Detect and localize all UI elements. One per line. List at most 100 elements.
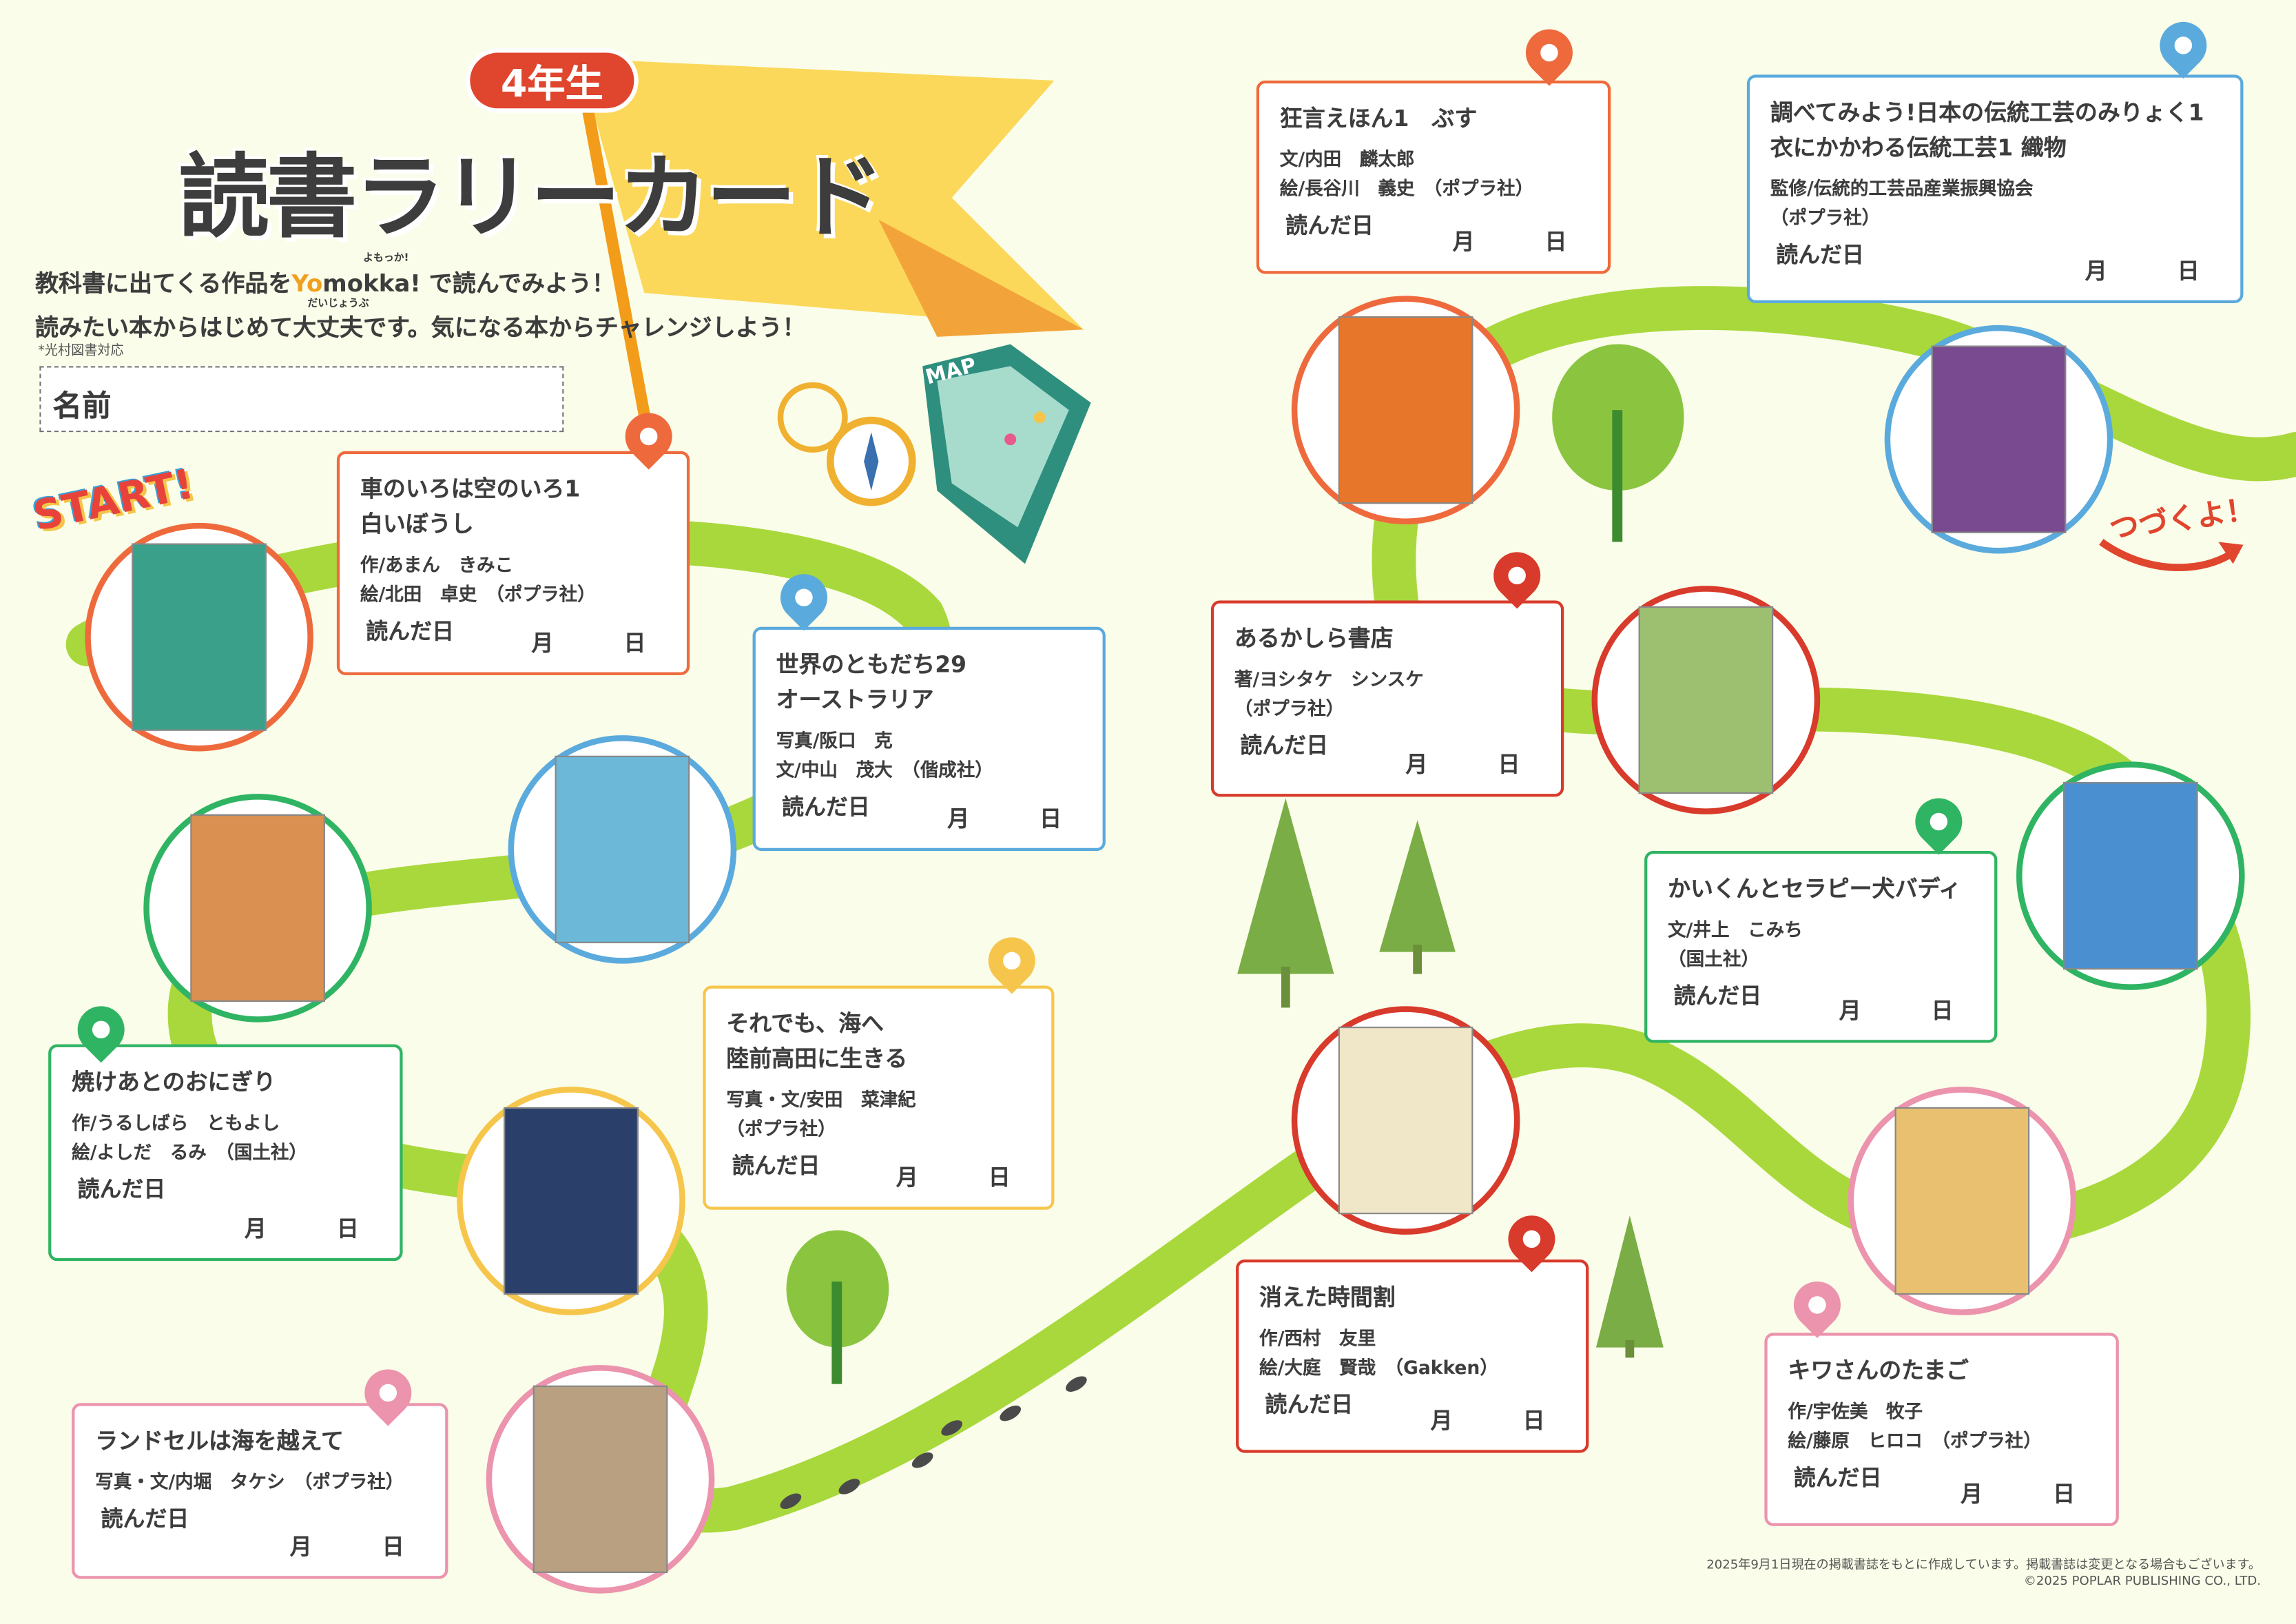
footprints-icon (780, 1376, 1087, 1510)
read-date-field[interactable]: 月日 (2015, 255, 2200, 286)
read-date-label: 読んだ日 (1285, 212, 1374, 239)
book-cover-circle (143, 794, 372, 1022)
book-title-line: かいくんとセラピー犬バディ (1668, 876, 1962, 903)
day-label: 日 (382, 1533, 404, 1560)
read-date-field[interactable]: 月日 (1336, 748, 1520, 779)
day-label: 日 (1040, 805, 1062, 832)
book-credit-line: （国土社） (1668, 947, 1759, 970)
intro-line-1: 教科書に出てくる作品をYomokka! で読んでみよう！ (35, 269, 616, 298)
book-credit-line: 絵/北田 卓史 （ポプラ社） (360, 583, 596, 605)
name-field[interactable]: 名前 (39, 366, 564, 433)
book-credits: 作/宇佐美 牧子絵/藤原 ヒロコ （ポプラ社） (1788, 1397, 2095, 1456)
read-date-field[interactable]: 月日 (1769, 994, 1954, 1025)
read-date-label: 読んだ日 (1776, 241, 1864, 268)
book-title-line: 狂言えほん1 ぶす (1279, 105, 1478, 132)
book-title: キワさんのたまご (1788, 1353, 2095, 1388)
read-date-field[interactable]: 月日 (877, 803, 1062, 834)
book-credit-line: 写真・文/内堀 タケシ （ポプラ社） (95, 1470, 404, 1493)
book-cover-image (504, 1107, 639, 1295)
read-date-label: 読んだ日 (77, 1175, 166, 1203)
book-credit-line: 文/井上 こみち (1668, 918, 1803, 941)
read-date-label: 読んだ日 (1240, 732, 1328, 759)
book-cover-circle (486, 1365, 715, 1594)
book-credit-line: 絵/よしだ るみ （国土社） (72, 1140, 308, 1163)
name-label: 名前 (52, 388, 112, 424)
book-title: 焼けあとのおにぎり (72, 1065, 379, 1100)
read-date-field[interactable]: 月日 (1383, 225, 1567, 256)
read-date-label: 読んだ日 (1673, 983, 1762, 1009)
book-card: 狂言えほん1 ぶす文/内田 麟太郎絵/長谷川 義史 （ポプラ社）読んだ日月日 (1256, 80, 1611, 274)
book-credit-line: 作/宇佐美 牧子 (1788, 1400, 1923, 1422)
intro-ruby: だいじょうぶ (307, 297, 369, 309)
month-label: 月 (289, 1533, 312, 1560)
read-date-field[interactable]: 月日 (220, 1530, 404, 1561)
compass-illustration (777, 382, 916, 506)
book-cover-circle (1848, 1087, 2077, 1315)
book-cover-image (555, 755, 690, 943)
book-credit-line: 監修/伝統的工芸品産業振興協会 (1770, 177, 2034, 200)
day-label: 日 (1522, 1407, 1545, 1435)
book-cover-circle (1291, 1006, 1520, 1235)
read-date-field[interactable]: 月日 (1361, 1404, 1545, 1435)
book-title-line: キワさんのたまご (1788, 1357, 1969, 1384)
book-credit-line: 絵/長谷川 義史 （ポプラ社） (1279, 177, 1534, 200)
book-credit-line: 絵/藤原 ヒロコ （ポプラ社） (1788, 1429, 2042, 1452)
book-credits: 写真・文/内堀 タケシ （ポプラ社） (95, 1468, 424, 1497)
book-cover-image (132, 543, 267, 731)
month-label: 月 (2085, 258, 2107, 285)
read-date-label: 読んだ日 (782, 794, 870, 821)
read-date-label: 読んだ日 (732, 1152, 820, 1180)
day-label: 日 (336, 1215, 359, 1242)
book-cover-circle (457, 1087, 685, 1315)
book-card: 焼けあとのおにぎり作/うるしばら ともよし絵/よしだ るみ （国土社）読んだ日月… (48, 1044, 403, 1262)
read-date-field[interactable]: 月日 (462, 627, 646, 658)
book-title-line: あるかしら書店 (1234, 625, 1394, 652)
book-credits: 作/あまん きみこ絵/北田 卓史 （ポプラ社） (360, 551, 666, 609)
copyright: ©2025 POPLAR PUBLISHING CO., LTD. (2023, 1574, 2261, 1590)
day-label: 日 (2053, 1481, 2076, 1508)
book-title-line: それでも、海へ (726, 1010, 884, 1037)
book-title: ランドセルは海を越えて (95, 1423, 424, 1459)
brand-ruby: よもっか! (363, 251, 409, 264)
book-title-line: オーストラリア (776, 686, 934, 714)
read-date-label: 読んだ日 (1793, 1464, 1882, 1491)
day-label: 日 (988, 1164, 1011, 1191)
book-credits: 写真/阪口 克文/中山 茂大 （偕成社） (776, 726, 1082, 785)
read-date-label: 読んだ日 (366, 618, 454, 645)
book-credits: 作/西村 友里絵/大庭 賢哉 （Gakken） (1259, 1324, 1565, 1383)
book-title-line: 陸前高田に生きる (726, 1045, 908, 1072)
book-card: ランドセルは海を越えて写真・文/内堀 タケシ （ポプラ社）読んだ日月日 (72, 1403, 448, 1579)
day-label: 日 (623, 630, 646, 657)
note: *光村図書対応 (38, 344, 124, 359)
read-date-field[interactable]: 月日 (826, 1162, 1011, 1193)
book-card: 消えた時間割作/西村 友里絵/大庭 賢哉 （Gakken） 読んだ日月日 (1236, 1260, 1589, 1453)
book-title-line: 衣にかかわる伝統工芸1 織物 (1770, 134, 2067, 161)
read-date-field[interactable]: 月日 (1890, 1478, 2075, 1509)
page-title: 読書ラリーカード (178, 143, 885, 251)
month-label: 月 (1452, 228, 1475, 255)
day-label: 日 (2177, 258, 2200, 285)
book-title: あるかしら書店 (1234, 621, 1540, 656)
pine-tree-icon (1237, 798, 1664, 1358)
month-label: 月 (947, 805, 970, 832)
read-date-label: 読んだ日 (1265, 1391, 1354, 1418)
book-credit-line: 作/西村 友里 (1259, 1326, 1376, 1349)
map-illustration (922, 344, 1091, 564)
book-cover-image (1338, 316, 1473, 504)
book-title: 消えた時間割 (1259, 1280, 1565, 1315)
read-date-label: 読んだ日 (101, 1505, 189, 1532)
book-title: 狂言えほん1 ぶす (1280, 101, 1587, 136)
book-title-line: ランドセルは海を越えて (95, 1428, 344, 1455)
book-credit-line: 作/あまん きみこ (360, 553, 514, 576)
book-credit-line: 写真/阪口 克 (776, 729, 893, 752)
book-credit-line: （ポプラ社） (1770, 206, 1881, 229)
read-date-field[interactable]: 月日 (174, 1213, 359, 1244)
day-label: 日 (1931, 997, 1954, 1024)
month-label: 月 (1405, 751, 1428, 778)
book-credit-line: （ポプラ社） (726, 1117, 836, 1140)
